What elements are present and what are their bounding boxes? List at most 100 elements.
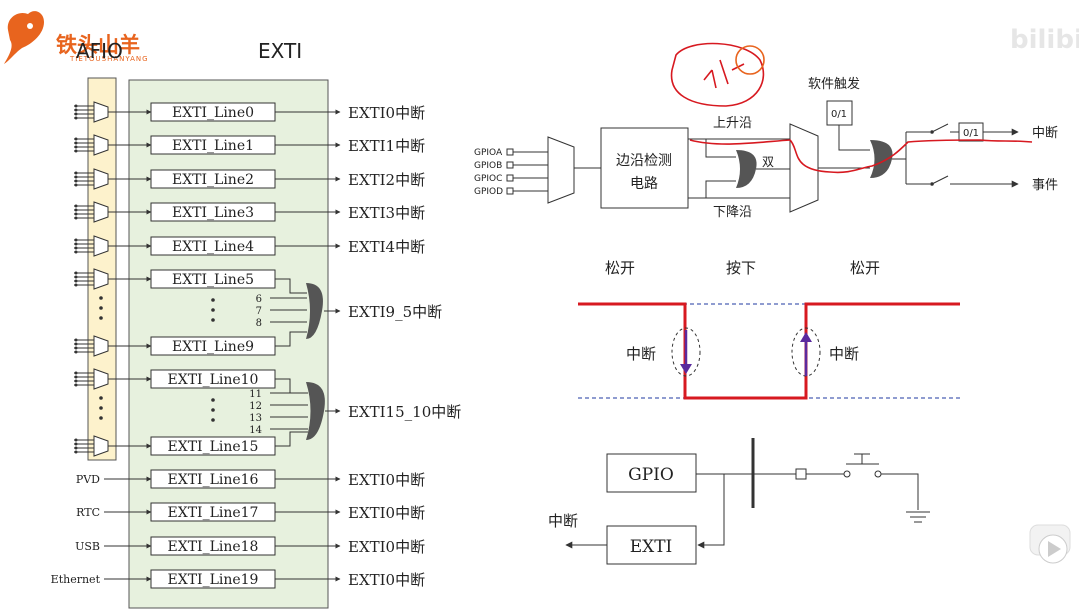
afio-mux-0 <box>74 101 152 123</box>
gpio-input-label: GPIOA <box>474 148 503 158</box>
exti-source-label: PVD <box>76 473 100 486</box>
exti-line-7: EXTI_Line10 <box>150 369 276 389</box>
exti-line-label: EXTI_Line2 <box>172 172 254 188</box>
exti-output-label: EXTI1中断 <box>348 137 425 155</box>
exti-box <box>606 525 697 565</box>
afio-mux-3 <box>74 201 152 223</box>
exti-line-8: EXTI_Line15 <box>150 436 276 456</box>
afio-mux-1 <box>74 134 152 156</box>
exti-line-label: EXTI_Line3 <box>172 205 254 221</box>
logo: 铁头山羊 TIETOUSHANYANG <box>4 11 148 64</box>
or-group-group1: 678 EXTI9_5中断 <box>256 278 442 347</box>
interrupt-switch <box>931 123 949 133</box>
or-output-label: EXTI9_5中断 <box>348 303 442 321</box>
edge-select-mux <box>789 123 819 213</box>
exti-line-label: EXTI_Line18 <box>168 539 259 555</box>
exti-line-4: EXTI_Line4 EXTI4中断 <box>150 236 425 256</box>
exti-line-label: EXTI_Line0 <box>172 105 254 121</box>
press-label: 按下 <box>726 259 756 277</box>
push-button-icon <box>846 453 879 465</box>
or-input-number: 12 <box>249 401 262 412</box>
afio-muxes <box>74 101 152 457</box>
exti-line-label: EXTI_Line5 <box>172 272 254 288</box>
or-input-number: 14 <box>249 425 262 436</box>
ground-icon <box>906 511 930 523</box>
watermark: bilibili <box>1010 25 1079 55</box>
software-trigger-label: 软件触发 <box>808 76 860 92</box>
exti-line-10: EXTI_Line17 EXTI0中断 RTC <box>76 502 425 522</box>
exti-output-label: EXTI0中断 <box>348 504 425 522</box>
falling-edge-marker <box>671 327 701 377</box>
exti-line-label: EXTI_Line10 <box>168 372 259 388</box>
event-output-label: 事件 <box>1032 178 1058 193</box>
exti-output-label: EXTI3中断 <box>348 204 425 222</box>
interrupt-mask-value: 0/1 <box>963 128 979 139</box>
interrupt-output-label: 中断 <box>1032 126 1058 141</box>
exti-output-label: EXTI0中断 <box>348 104 425 122</box>
afio-panel <box>87 77 117 461</box>
timing-diagram: 松开 按下 松开 中断 中断 <box>578 259 960 400</box>
or-gate-15-10 <box>306 382 325 440</box>
afio-mux-7 <box>74 368 152 390</box>
interrupt-label-right: 中断 <box>829 345 859 363</box>
edge-detector-label-2: 电路 <box>630 176 658 192</box>
or-input-number: 6 <box>256 294 262 305</box>
afio-mux-4 <box>74 235 152 257</box>
exti-line-11: EXTI_Line18 EXTI0中断 USB <box>75 536 425 556</box>
logo-text: 铁头山羊 <box>56 33 140 57</box>
exti-output-label: EXTI0中断 <box>348 571 425 589</box>
falling-edge-label: 下降沿 <box>713 205 752 220</box>
exti-label: EXTI <box>258 39 302 63</box>
both-edge-or-gate <box>736 150 757 188</box>
gpio-mux <box>547 136 575 204</box>
exti-source-label: RTC <box>76 506 100 519</box>
exti-box-label: EXTI <box>630 537 673 557</box>
gpio-box <box>606 453 697 493</box>
edge-detector-box <box>600 127 689 209</box>
afio-label: AFIO <box>76 39 123 63</box>
edge-detector-label-1: 边沿检测 <box>616 153 672 169</box>
exti-line-2: EXTI_Line2 EXTI2中断 <box>150 169 425 189</box>
exti-line-label: EXTI_Line4 <box>172 239 254 255</box>
release-label-1: 松开 <box>605 259 635 277</box>
software-trigger-box <box>826 100 853 126</box>
pin-pad <box>795 468 807 480</box>
both-edge-label: 双 <box>762 155 774 169</box>
exti-output-label: EXTI0中断 <box>348 471 425 489</box>
exti-line-9: EXTI_Line16 EXTI0中断 PVD <box>76 469 425 489</box>
exti-line-label: EXTI_Line16 <box>168 472 259 488</box>
trigger-or-gate <box>870 140 893 178</box>
afio-mux-8 <box>74 435 152 457</box>
play-icon[interactable] <box>1038 534 1068 564</box>
exti-output-label: EXTI4中断 <box>348 238 425 256</box>
exti-line-label: EXTI_Line9 <box>172 339 254 355</box>
gpio-box-label: GPIO <box>628 465 674 485</box>
or-input-number: 8 <box>256 318 262 329</box>
afio-mux-5 <box>74 268 152 290</box>
exti-source-label: Ethernet <box>51 573 101 586</box>
exti-output-label: EXTI2中断 <box>348 171 425 189</box>
gpio-input-label: GPIOD <box>474 187 503 197</box>
button-signal <box>578 302 960 400</box>
or-output-label: EXTI15_10中断 <box>348 403 461 421</box>
exti-line-1: EXTI_Line1 EXTI1中断 <box>150 135 425 155</box>
exti-line-6: EXTI_Line9 <box>150 336 276 356</box>
or-input-number: 7 <box>256 306 262 317</box>
exti-line-3: EXTI_Line3 EXTI3中断 <box>150 202 425 222</box>
goat-head-icon <box>4 11 44 64</box>
red-annotation <box>670 42 1033 174</box>
rising-edge-label: 上升沿 <box>713 116 752 131</box>
exti-line-label: EXTI_Line17 <box>168 505 259 521</box>
exti-line-label: EXTI_Line1 <box>172 138 254 154</box>
button-circuit: GPIO EXTI 中断 <box>548 438 930 565</box>
exti-output-label: EXTI0中断 <box>348 538 425 556</box>
event-switch <box>931 175 949 185</box>
exti-source-label: USB <box>75 540 100 553</box>
afio-mux-2 <box>74 168 152 190</box>
or-input-number: 11 <box>249 389 262 400</box>
